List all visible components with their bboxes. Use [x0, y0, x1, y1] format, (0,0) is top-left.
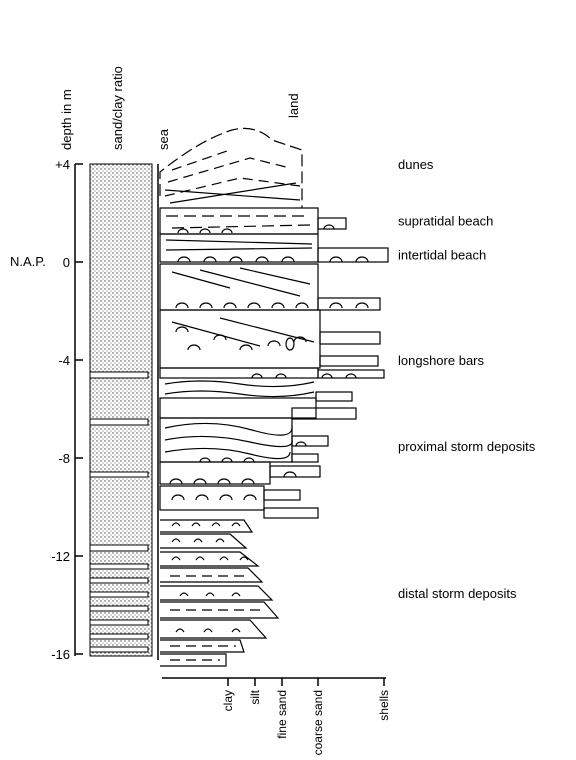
dune-lower-bedding — [165, 183, 300, 203]
storm-bed — [160, 486, 264, 510]
header-sea: sea — [156, 128, 171, 150]
facies-label: intertidal beach — [398, 248, 486, 263]
depth-ticks: +4 0 -4 -8 -12 -16 — [51, 157, 83, 662]
depth-tick-label: -12 — [51, 549, 70, 564]
depth-tick-label: -4 — [58, 353, 70, 368]
depth-tick-label: +4 — [55, 157, 70, 172]
wavy-lamination — [165, 381, 314, 397]
proximal-hummocky-lamination — [165, 423, 292, 458]
shell-symbols — [170, 472, 296, 484]
clay-layer — [90, 647, 148, 652]
longshore-tab — [320, 332, 380, 344]
proximal-tab — [292, 436, 328, 446]
facies-label: supratidal beach — [398, 213, 493, 228]
storm-bed — [160, 462, 270, 484]
grain-size-label: coarse sand — [311, 690, 325, 755]
clay-layer — [90, 606, 148, 611]
sand-clay-ratio-column — [90, 164, 152, 656]
transition-bed — [160, 368, 318, 378]
grain-size-scale: clay silt fine sand coarse sand shells — [162, 678, 391, 755]
proximal-tab — [292, 408, 356, 419]
grain-size-label: clay — [221, 690, 235, 711]
header-sand-clay-ratio: sand/clay ratio — [110, 66, 125, 150]
shell-symbols — [172, 495, 256, 500]
clay-layer — [90, 545, 148, 551]
intertidal-shell-tab — [318, 248, 388, 262]
proximal-tab — [292, 454, 318, 462]
foreshore-cross-bedding — [172, 268, 310, 296]
shell-symbols — [252, 374, 356, 378]
shell-symbols — [176, 303, 368, 308]
clay-layer — [90, 472, 148, 477]
clay-layer — [90, 419, 148, 425]
clay-layer — [90, 634, 148, 639]
longshore-tab — [320, 356, 378, 366]
supratidal-lamination — [166, 216, 310, 228]
intertidal-lamination — [166, 240, 312, 250]
longshore-cross-bedding — [172, 318, 314, 346]
depth-axis: +4 0 -4 -8 -12 -16 — [51, 157, 83, 662]
lithology-log — [160, 128, 388, 666]
facies-label: dunes — [398, 157, 434, 172]
grain-size-label: fine sand — [275, 690, 289, 739]
clay-layer — [90, 592, 148, 597]
clay-layer — [90, 578, 148, 583]
pebble — [286, 338, 294, 350]
depth-tick-label: -16 — [51, 647, 70, 662]
storm-tab — [270, 466, 320, 477]
clay-layer — [90, 372, 148, 378]
grain-size-label: shells — [377, 690, 391, 721]
depth-tick-label: -8 — [58, 451, 70, 466]
shell-symbols — [178, 257, 368, 262]
storm-tab — [264, 508, 318, 518]
nap-label: N.A.P. — [10, 254, 46, 269]
transition-tab — [316, 392, 352, 401]
storm-tab — [264, 490, 300, 500]
dune-outline — [160, 128, 302, 208]
facies-labels: dunes supratidal beach intertidal beach lon… — [398, 157, 536, 601]
facies-label: distal storm deposits — [398, 586, 517, 601]
facies-label: longshore bars — [398, 353, 484, 368]
shell-symbols — [178, 225, 334, 233]
supratidal-shell-tab — [318, 218, 346, 229]
clay-layer — [90, 564, 148, 569]
facies-label: proximal storm deposits — [398, 439, 536, 454]
foreshore-shell-tab — [318, 298, 380, 310]
supratidal-beach-bed — [160, 208, 318, 234]
grain-size-ticks: clay silt fine sand coarse sand shells — [221, 678, 391, 755]
clay-layer — [90, 620, 148, 625]
grain-size-label: silt — [248, 689, 262, 704]
header-depth: depth in m — [59, 89, 74, 150]
distal-storm-beds — [160, 520, 278, 666]
dune-cross-bedding — [165, 150, 300, 196]
header-land: land — [286, 93, 301, 118]
depth-tick-label: 0 — [63, 255, 70, 270]
